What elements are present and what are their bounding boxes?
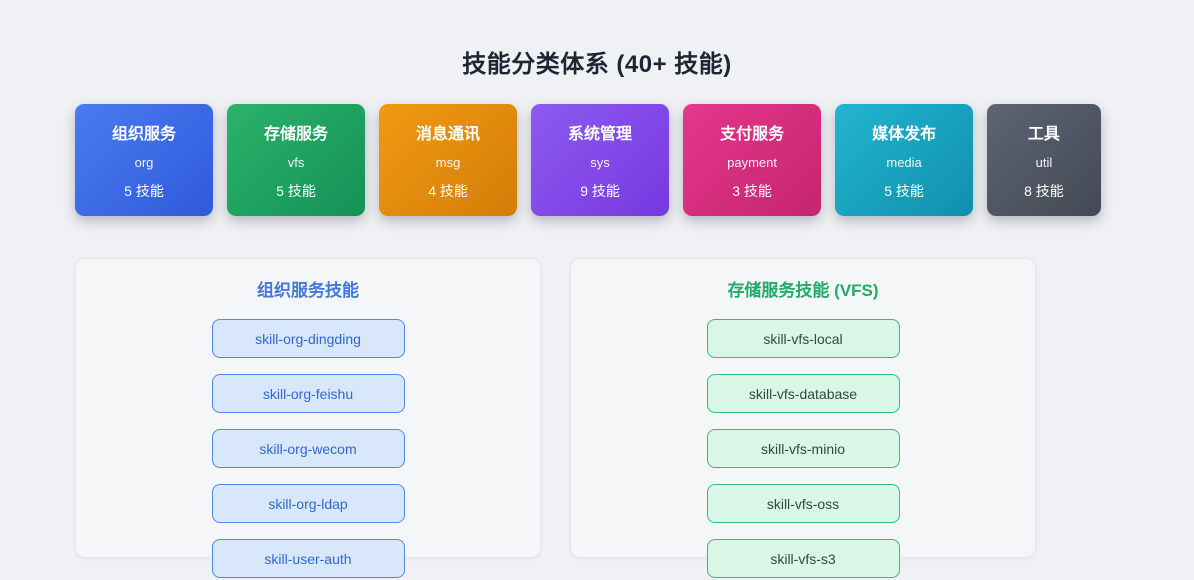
category-card-msg[interactable]: 消息通讯 msg 4 技能 xyxy=(379,104,518,216)
category-code: media xyxy=(886,154,922,170)
category-card-util[interactable]: 工具 util 8 技能 xyxy=(987,104,1101,216)
category-code: sys xyxy=(590,154,610,170)
category-name: 支付服务 xyxy=(720,125,785,143)
category-card-media[interactable]: 媒体发布 media 5 技能 xyxy=(835,104,974,216)
skill-chip-list: skill-vfs-local skill-vfs-database skill-v… xyxy=(597,319,1009,578)
category-count: 9 技能 xyxy=(580,182,620,199)
skill-chip[interactable]: skill-org-wecom xyxy=(211,429,405,468)
category-code: payment xyxy=(727,154,777,170)
category-card-vfs[interactable]: 存储服务 vfs 5 技能 xyxy=(227,104,366,216)
panel-title: 组织服务技能 xyxy=(257,281,359,300)
category-count: 8 技能 xyxy=(1024,182,1064,199)
panel-title: 存储服务技能 (VFS) xyxy=(727,281,879,300)
skill-chip[interactable]: skill-vfs-minio xyxy=(706,429,900,468)
skill-panel-1: 存储服务技能 (VFS) skill-vfs-local skill-vfs-dat… xyxy=(570,258,1036,578)
skill-chip[interactable]: skill-vfs-local xyxy=(706,319,900,358)
category-code: vfs xyxy=(287,154,305,170)
category-name: 组织服务 xyxy=(112,125,177,143)
category-count: 5 技能 xyxy=(884,182,924,199)
skill-chip[interactable]: skill-org-ldap xyxy=(211,484,405,523)
category-card-payment[interactable]: 支付服务 payment 3 技能 xyxy=(683,104,822,216)
skill-chip[interactable]: skill-vfs-oss xyxy=(706,484,900,523)
category-name: 媒体发布 xyxy=(872,125,937,143)
page-content: 技能分类体系 (40+ 技能) 组织服务 org 5 技能 存储服务 vfs 5 技能 消息… xyxy=(75,0,1119,578)
skill-chip[interactable]: skill-vfs-s3 xyxy=(706,539,900,578)
category-cards-row: 组织服务 org 5 技能 存储服务 vfs 5 技能 消息通讯 msg 4 技能 系统管理 sys… xyxy=(75,104,1119,216)
page-title: 技能分类体系 (40+ 技能) xyxy=(462,51,732,78)
category-code: org xyxy=(134,154,154,170)
skill-chip[interactable]: skill-org-dingding xyxy=(211,319,405,358)
category-card-org[interactable]: 组织服务 org 5 技能 xyxy=(75,104,214,216)
category-count: 3 技能 xyxy=(732,182,772,199)
category-code: msg xyxy=(435,154,461,170)
skill-chip[interactable]: skill-org-feishu xyxy=(211,374,405,413)
category-name: 消息通讯 xyxy=(416,125,481,143)
category-name: 系统管理 xyxy=(568,125,633,143)
category-name: 工具 xyxy=(1027,125,1060,143)
skill-panels-row: 组织服务技能 skill-org-dingding skill-org-feishu… xyxy=(75,258,1119,578)
skill-chip[interactable]: skill-vfs-database xyxy=(706,374,900,413)
category-count: 5 技能 xyxy=(124,182,164,199)
skill-chip-list: skill-org-dingding skill-org-feishu skill-… xyxy=(102,319,514,578)
category-code: util xyxy=(1035,154,1053,170)
category-count: 4 技能 xyxy=(428,182,468,199)
category-card-sys[interactable]: 系统管理 sys 9 技能 xyxy=(531,104,670,216)
skill-panel-0: 组织服务技能 skill-org-dingding skill-org-feishu… xyxy=(75,258,541,578)
category-count: 5 技能 xyxy=(276,182,316,199)
skill-chip[interactable]: skill-user-auth xyxy=(211,539,405,578)
category-name: 存储服务 xyxy=(264,125,329,143)
